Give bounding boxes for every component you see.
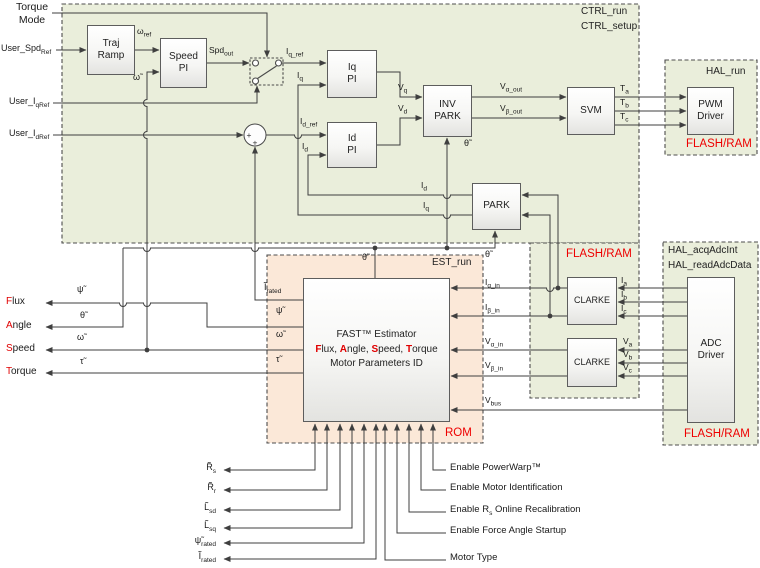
param-psi-rated: ψ̃rated <box>194 535 216 548</box>
signal-theta-tilde-park: θ̃ <box>485 249 491 259</box>
signal-ia: Ia <box>621 275 627 288</box>
output-speed: Speed <box>6 343 35 354</box>
label-rom: ROM <box>445 427 472 439</box>
config-enable-force-angle-startup: Enable Force Angle Startup <box>450 525 567 536</box>
signal-ic: Ic <box>621 303 627 316</box>
signal-tb: Tb <box>620 97 629 110</box>
signal-tc: Tc <box>620 111 629 124</box>
block-fast-estimator: FAST™ Estimator Flux, Angle, Speed, Torq… <box>303 278 450 422</box>
signal-omega-tilde-left: ω̃ <box>77 332 85 342</box>
junction-dots <box>144 245 561 353</box>
fast-fast-line: Flux, Angle, Speed, Torque <box>315 343 438 355</box>
label-flash-ram-ctrl: FLASH/RAM <box>566 248 632 260</box>
label-ctrl-run: CTRL_run <box>581 6 628 17</box>
torque-mode-label-line2: Mode <box>18 14 46 26</box>
signal-vbeta-in: Vβ_in <box>485 360 504 373</box>
label-ctrl-setup: CTRL_setup <box>581 21 638 32</box>
signal-spd-out: Spdout <box>209 45 234 58</box>
input-user-spd-ref: User_SpdRef <box>1 43 52 56</box>
signal-ialpha-in: Iα_in <box>485 277 500 290</box>
sum-plus-bottom: + <box>253 138 258 148</box>
signal-iq-ref: Iq_ref <box>286 46 304 59</box>
signal-id-from-park: Id <box>421 180 427 193</box>
signal-iq-from-park: Iq <box>423 200 429 213</box>
signal-psi-tilde-fast: ψ̃ <box>276 305 283 315</box>
output-torque: Torque <box>6 366 37 377</box>
signal-ibeta-in: Iβ_in <box>485 302 500 315</box>
signal-id-ref: Id_ref <box>300 116 318 129</box>
label-flash-ram-adc: FLASH/RAM <box>684 428 750 440</box>
signal-vc: Vc <box>623 362 632 375</box>
output-flux: Flux <box>6 296 25 307</box>
signal-omega-tilde-fast: ω̃ <box>276 329 284 339</box>
signal-ib: Ib <box>621 289 627 302</box>
param-i-rated: Ĩrated <box>198 551 216 564</box>
input-user-iq-ref: User_IqRef <box>9 96 50 109</box>
signal-valpha-out: Vα_out <box>500 81 523 94</box>
signal-vbeta-out: Vβ_out <box>500 103 523 116</box>
label-hal-run: HAL_run <box>706 66 746 77</box>
config-motor-type: Motor Type <box>450 552 498 563</box>
signal-valpha-in: Vα_in <box>485 336 504 349</box>
sum-plus-left: + <box>247 130 252 140</box>
fast-motor-id-line: Motor Parameters ID <box>330 358 423 370</box>
signal-w-ref: ωref <box>137 26 152 39</box>
output-angle: Angle <box>6 320 32 331</box>
torque-mode-label-line1: Torque <box>15 1 49 13</box>
signal-psi-tilde-left: ψ̃ <box>77 284 84 294</box>
label-hal-readadcdata: HAL_readAdcData <box>668 260 752 271</box>
signal-tau-tilde-fast: τ̃ <box>276 354 280 364</box>
signal-i-rated-fast: Ĩrated <box>264 282 282 295</box>
block-park: PARK <box>472 183 521 230</box>
summing-junction: + + <box>243 123 267 148</box>
mode-switch <box>249 57 284 86</box>
label-est-run: EST_run <box>432 257 472 268</box>
param-rs: R̃s <box>206 462 216 475</box>
input-user-id-ref: User_IdRef <box>9 128 50 141</box>
signal-wires <box>45 12 687 562</box>
signal-ta: Ta <box>620 83 629 96</box>
param-lsd: L̃sd <box>204 502 216 515</box>
param-lsq: L̃sq <box>204 520 216 533</box>
signal-vbus: Vbus <box>485 395 502 408</box>
signal-theta-tilde-invpark: θ̃ <box>464 138 470 148</box>
signal-vq: Vq <box>398 82 408 95</box>
label-flash-ram-pwm: FLASH/RAM <box>686 138 752 150</box>
fast-title: FAST™ Estimator <box>336 329 417 341</box>
config-enable-powerwarp: Enable PowerWarp™ <box>450 462 541 473</box>
signal-id-into-pi: Id <box>302 141 308 154</box>
signal-iq-into-pi: Iq <box>297 70 303 83</box>
signal-vb: Vb <box>623 349 633 362</box>
signal-theta-tilde-fast: θ̃ <box>362 252 368 262</box>
signal-va: Va <box>623 336 633 349</box>
signal-tau-tilde-left: τ̃ <box>80 356 84 366</box>
signal-vd: Vd <box>398 103 408 116</box>
block-clarke-voltage: CLARKE <box>567 338 617 387</box>
signal-theta-tilde-left: θ̃ <box>80 310 86 320</box>
config-enable-rs-online-recalibration: Enable Rs Online Recalibration <box>450 504 581 517</box>
signal-omega-tilde-speedpi: ω̃ <box>133 72 141 82</box>
config-enable-motor-identification: Enable Motor Identification <box>450 482 563 493</box>
block-clarke-current: CLARKE <box>567 277 617 325</box>
label-hal-acqadcint: HAL_acqAdcInt <box>668 245 738 256</box>
param-rr: R̃r <box>207 482 216 495</box>
block-svm: SVM <box>567 87 615 135</box>
